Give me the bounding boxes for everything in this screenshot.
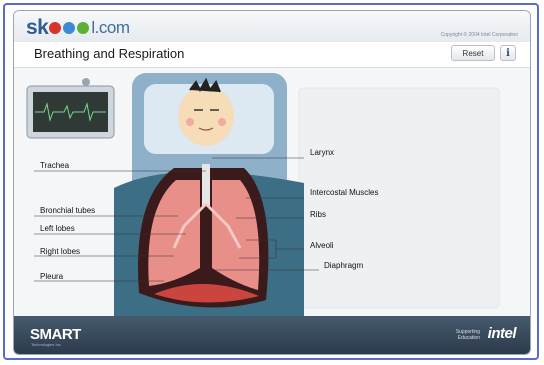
- smart-tagline: Technologies Inc.: [31, 342, 62, 347]
- label-ribs[interactable]: Ribs: [310, 210, 326, 219]
- logo-dot-blue: [63, 22, 75, 34]
- supporting-education-text: Supporting Education: [440, 329, 480, 341]
- intel-logo: intel: [488, 325, 516, 342]
- title-bar: Breathing and Respiration Reset i: [14, 42, 530, 68]
- label-intercostal-muscles[interactable]: Intercostal Muscles: [310, 188, 378, 197]
- label-pleura[interactable]: Pleura: [40, 272, 63, 281]
- smart-logo: SMART: [30, 326, 81, 343]
- label-larynx[interactable]: Larynx: [310, 148, 334, 157]
- diagram-stage: Trachea Bronchial tubes Left lobes Right…: [14, 68, 530, 318]
- skoool-logo[interactable]: sk l.com: [26, 16, 129, 40]
- logo-dot-green: [77, 22, 89, 34]
- label-diaphragm[interactable]: Diaphragm: [324, 261, 363, 270]
- label-left-lobes[interactable]: Left lobes: [40, 224, 75, 233]
- respiration-illustration: [14, 68, 531, 318]
- label-right-lobes[interactable]: Right lobes: [40, 247, 80, 256]
- footer-bar: SMART Technologies Inc. Supporting Educa…: [14, 316, 530, 354]
- app-window: sk l.com Copyright © 2004 Intel Corporat…: [13, 10, 531, 355]
- logo-prefix: sk: [26, 16, 48, 40]
- heart-monitor-icon: [27, 78, 114, 138]
- lungs: [138, 164, 268, 308]
- reset-button[interactable]: Reset: [451, 45, 495, 61]
- label-alveoli[interactable]: Alveoli: [310, 241, 334, 250]
- top-bar: sk l.com Copyright © 2004 Intel Corporat…: [14, 11, 530, 43]
- label-trachea[interactable]: Trachea: [40, 161, 69, 170]
- logo-dot-red: [49, 22, 61, 34]
- logo-suffix: l.com: [91, 18, 129, 38]
- info-button[interactable]: i: [500, 45, 516, 61]
- label-bronchial-tubes[interactable]: Bronchial tubes: [40, 206, 95, 215]
- copyright-text: Copyright © 2004 Intel Corporation: [441, 32, 518, 38]
- page-title: Breathing and Respiration: [34, 46, 184, 61]
- faded-panel: [299, 88, 499, 308]
